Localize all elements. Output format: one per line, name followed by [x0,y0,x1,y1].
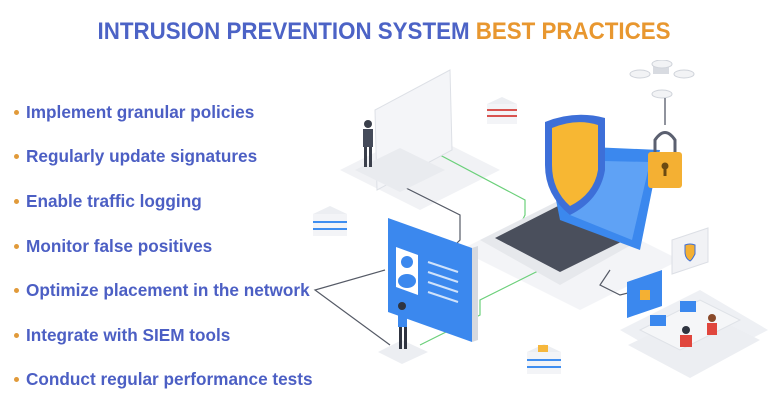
bullet-icon [14,243,19,249]
person-icon [363,120,373,167]
office-desk [628,299,760,378]
bullet-icon [14,332,19,338]
list-item: Optimize placement in the network [14,268,313,313]
cable-line [313,269,391,346]
database-icon [487,97,517,124]
list-item: Integrate with SIEM tools [14,313,313,358]
bullet-icon [14,377,19,383]
shield-icon [545,114,605,215]
list-item: Implement granular policies [14,90,313,135]
bullet-icon [14,154,19,160]
title-primary: INTRUSION PREVENTION SYSTEM [97,18,470,45]
bullet-icon [14,109,19,115]
security-illustration [313,60,768,378]
title-accent: BEST PRACTICES [475,18,671,45]
person-icon [378,302,428,364]
list-item: Monitor false positives [14,224,313,269]
monitor [355,69,453,192]
list-item: Conduct regular performance tests [14,358,313,403]
database-icon [313,206,347,236]
laptop [480,145,660,285]
list-item: Regularly update signatures [14,135,313,180]
list-item: Enable traffic logging [14,179,313,224]
database-icon [527,344,561,374]
drone-icon [629,60,695,125]
bullet-icon [14,288,19,294]
shield-card [671,227,709,275]
best-practices-list: Implement granular policies Regularly up… [14,90,313,402]
page-title: INTRUSION PREVENTION SYSTEM BEST PRACTIC… [27,18,741,46]
bullet-icon [14,198,19,204]
padlock-icon [648,131,682,188]
user-profile-screen [388,218,478,342]
lock-card [627,270,662,318]
